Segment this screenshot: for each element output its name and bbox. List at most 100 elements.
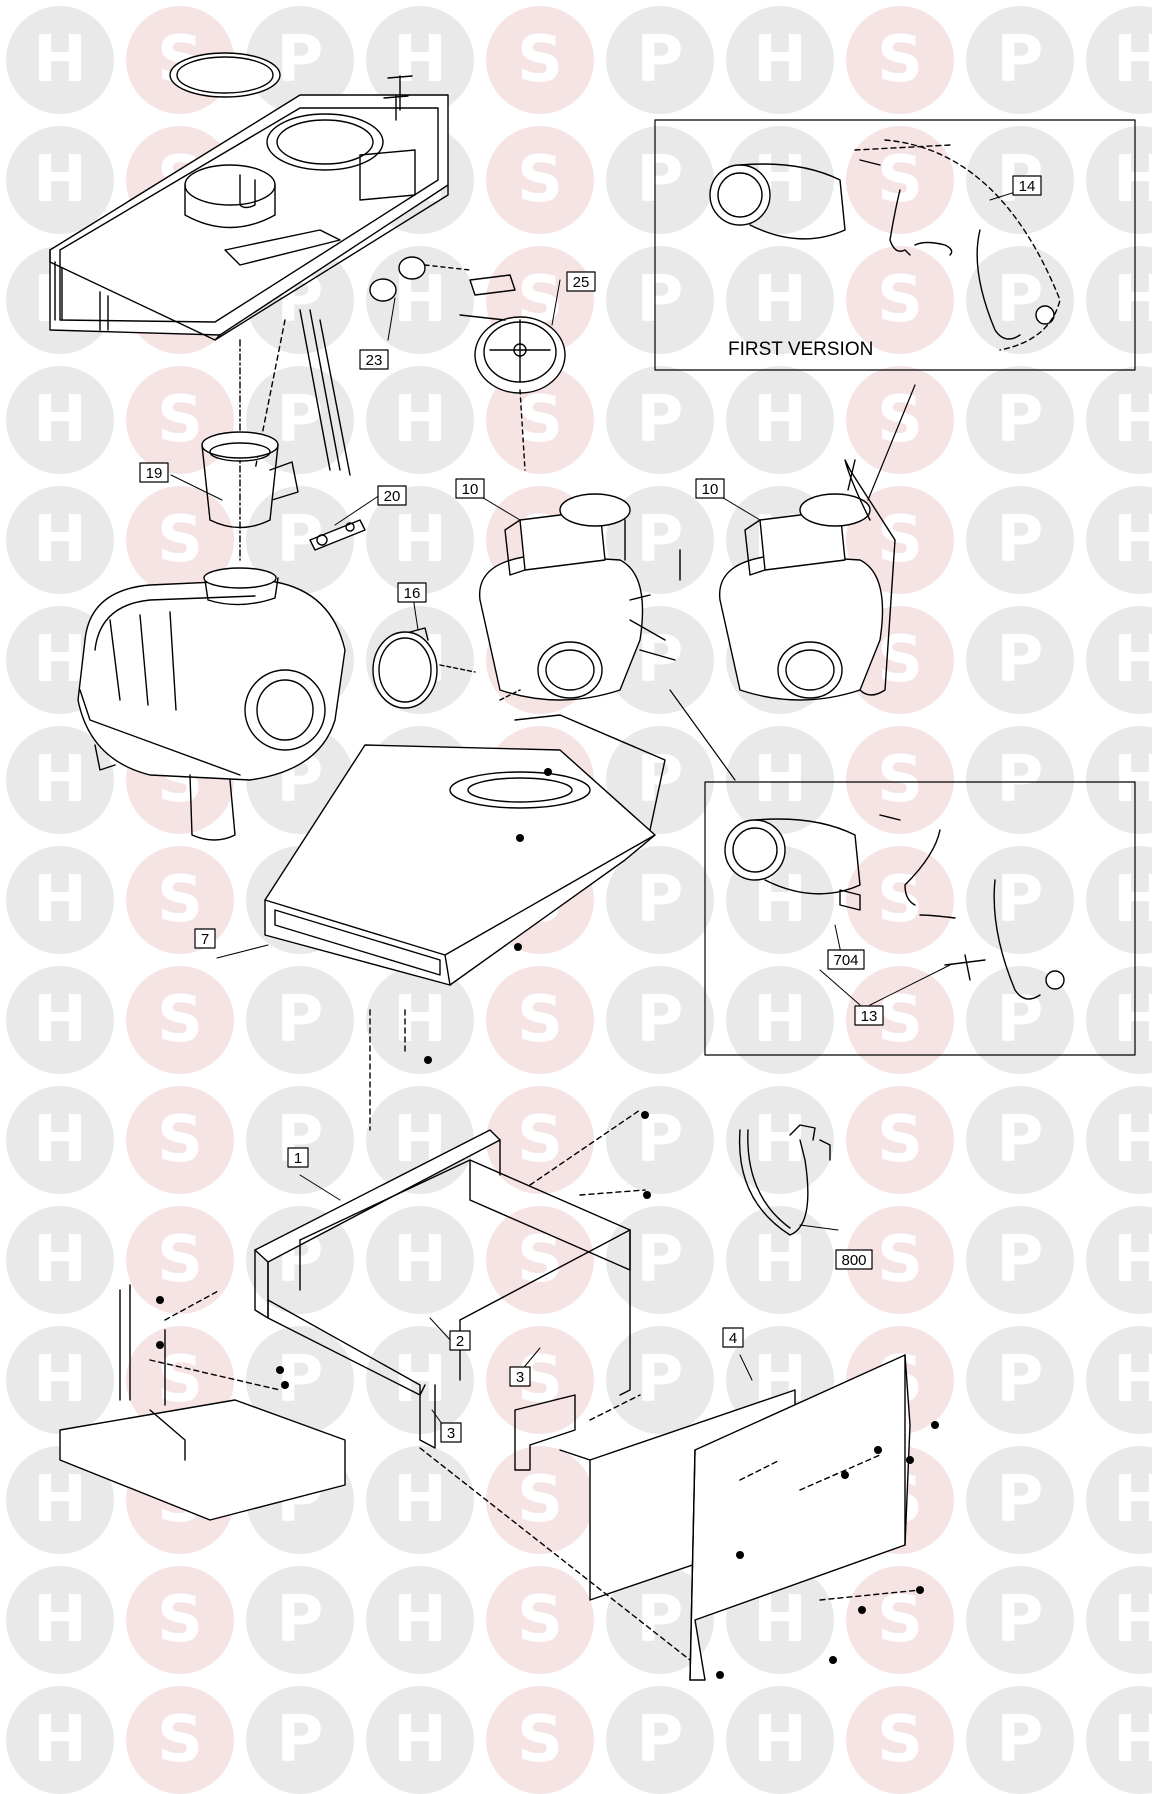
watermark-circle: S	[486, 1086, 594, 1194]
watermark-circle: P	[246, 1086, 354, 1194]
fan-left	[479, 493, 681, 701]
part-label-10b: 10	[702, 481, 719, 498]
watermark-circle: S	[846, 366, 954, 474]
part-label-800: 800	[841, 1252, 866, 1269]
part-label-1: 1	[294, 1150, 302, 1167]
part-label-19: 19	[146, 465, 163, 482]
watermark-circle: H	[6, 726, 114, 834]
watermark-circle: H	[6, 1566, 114, 1674]
combustion-chamber-frame	[254, 1129, 631, 1449]
watermark-circle: H	[6, 1206, 114, 1314]
watermark-circle: H	[6, 1326, 114, 1434]
part-label-3a: 3	[516, 1369, 524, 1386]
watermark-circle: S	[486, 126, 594, 234]
watermark-circle: P	[966, 606, 1074, 714]
base-tray	[59, 1284, 346, 1521]
watermark-circle: H	[6, 966, 114, 1074]
flue-adapter	[201, 431, 366, 551]
part-label-25: 25	[573, 274, 590, 291]
watermark-circle: S	[126, 846, 234, 954]
clamp	[372, 627, 476, 709]
watermark-circle: S	[126, 1566, 234, 1674]
watermark-circle: S	[486, 6, 594, 114]
watermark-circle: S	[846, 1566, 954, 1674]
watermark-circle: P	[606, 246, 714, 354]
watermark-circle: S	[126, 1086, 234, 1194]
wiring-harness	[738, 1124, 831, 1236]
inset-second-version-drawing	[724, 814, 1065, 1000]
part-label-3b: 3	[447, 1425, 455, 1442]
watermark-circle: H	[6, 486, 114, 594]
inset-first-version-drawing	[709, 139, 1061, 351]
watermark-circle: S	[486, 1566, 594, 1674]
watermark-circle: H	[366, 1686, 474, 1794]
part-label-20: 20	[384, 488, 401, 505]
part-label-2: 2	[456, 1333, 464, 1350]
watermark-circle: H	[726, 966, 834, 1074]
watermark-circle: P	[606, 1326, 714, 1434]
watermark-circle: S	[486, 1686, 594, 1794]
part-label-texts: 1 2 3 3 4 7 10 10 13 14 16 19 20 23 25 7…	[146, 178, 1036, 1442]
assembly-guide-lines	[149, 1009, 921, 1661]
watermark-circle: S	[126, 966, 234, 1074]
watermark-circle: H	[1086, 126, 1152, 234]
part-label-704: 704	[833, 952, 858, 969]
watermark-circle: H	[726, 246, 834, 354]
watermark-circle: H	[726, 6, 834, 114]
watermark-circle: S	[846, 246, 954, 354]
part-label-4: 4	[729, 1330, 737, 1347]
watermark-circle: P	[966, 1206, 1074, 1314]
watermark-circle: P	[966, 486, 1074, 594]
watermark-circle: P	[966, 1686, 1074, 1794]
watermark-circle: S	[486, 1326, 594, 1434]
watermark-circle: S	[486, 1446, 594, 1554]
watermark-circle: P	[606, 966, 714, 1074]
watermark-circle: H	[366, 1206, 474, 1314]
watermark-circle: P	[606, 846, 714, 954]
watermark-circle: S	[846, 1086, 954, 1194]
watermark-circle: H	[1086, 1686, 1152, 1794]
watermark-circle: P	[606, 6, 714, 114]
watermark-circle: H	[366, 966, 474, 1074]
watermark-circle: H	[366, 1446, 474, 1554]
watermark-circle: S	[846, 126, 954, 234]
watermark-circle: P	[966, 1566, 1074, 1674]
parts-drawing: 1 2 3 3 4 7 10 10 13 14 16 19 20 23 25 7…	[49, 52, 1136, 1681]
watermark-circle: H	[6, 1086, 114, 1194]
watermark-circle: H	[6, 126, 114, 234]
heat-exchanger	[77, 567, 346, 841]
watermark-circle: P	[606, 366, 714, 474]
burner-hood	[264, 689, 666, 986]
watermark-circle: P	[966, 726, 1074, 834]
watermark-circle: P	[966, 1446, 1074, 1554]
watermark-circle: S	[846, 726, 954, 834]
watermark-circle: H	[366, 366, 474, 474]
watermark-circle: P	[606, 1206, 714, 1314]
part-label-10a: 10	[462, 481, 479, 498]
part-label-13: 13	[861, 1008, 878, 1025]
watermark-circle: P	[966, 846, 1074, 954]
watermark-circle: H	[1086, 1206, 1152, 1314]
watermark-circle: H	[6, 1686, 114, 1794]
part-label-boxes	[139, 175, 1042, 1443]
part-label-16: 16	[404, 585, 421, 602]
watermark-circle: P	[966, 366, 1074, 474]
watermark-circle: H	[6, 6, 114, 114]
watermark-circle: H	[6, 846, 114, 954]
watermark-circle: P	[606, 1686, 714, 1794]
part-label-23: 23	[366, 352, 383, 369]
watermark-circle: H	[726, 726, 834, 834]
watermark-circle: P	[246, 966, 354, 1074]
watermark-circle: P	[246, 1686, 354, 1794]
watermark-circle: S	[126, 366, 234, 474]
watermark-circle: S	[126, 1206, 234, 1314]
watermark-circle: P	[966, 6, 1074, 114]
watermark-circle: H	[6, 366, 114, 474]
watermark-circle: S	[126, 1686, 234, 1794]
watermark-circle: H	[366, 1566, 474, 1674]
watermark-circle: H	[726, 1686, 834, 1794]
watermark-circle: P	[606, 126, 714, 234]
watermark-circle: P	[966, 1086, 1074, 1194]
pressure-switch-assembly	[369, 256, 566, 471]
watermark-circle: S	[846, 846, 954, 954]
